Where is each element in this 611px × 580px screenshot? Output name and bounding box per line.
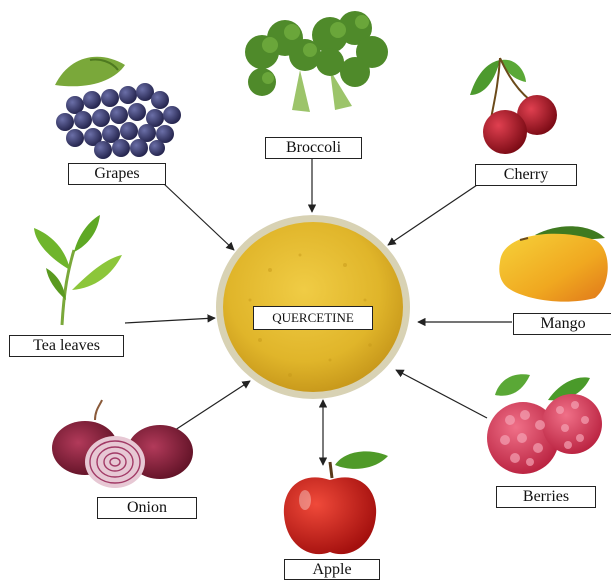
broccoli-icon	[245, 11, 388, 112]
label-cherry: Cherry	[475, 164, 577, 186]
label-grapes: Grapes	[68, 163, 166, 185]
mango-icon	[499, 226, 607, 301]
label-quercetine: QUERCETINE	[253, 306, 373, 330]
arrow-grapes	[163, 183, 234, 250]
arrow-cherry	[388, 183, 480, 245]
berries-icon	[487, 374, 602, 474]
tea-leaves-icon	[34, 215, 122, 325]
label-onion: Onion	[97, 497, 197, 519]
label-tea-leaves: Tea leaves	[9, 335, 124, 357]
arrow-berries	[396, 370, 487, 418]
onion-icon	[52, 400, 193, 488]
label-broccoli: Broccoli	[265, 137, 362, 159]
grapes-icon	[55, 57, 181, 159]
label-berries: Berries	[496, 486, 596, 508]
arrow-onion	[172, 381, 250, 432]
label-mango: Mango	[513, 313, 611, 335]
label-apple: Apple	[284, 559, 380, 580]
cherry-icon	[470, 58, 557, 154]
apple-icon	[284, 451, 388, 554]
arrow-tea	[125, 318, 215, 323]
